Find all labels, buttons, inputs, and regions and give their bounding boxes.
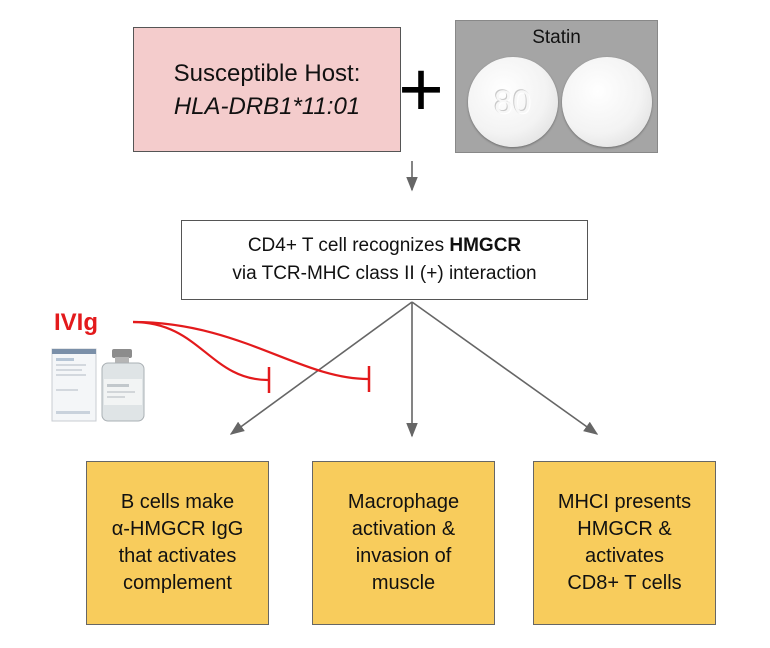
- host-label: Susceptible Host:: [173, 59, 361, 87]
- outcome-line: HMGCR &: [577, 518, 672, 540]
- hmgcr-label: HMGCR: [449, 235, 522, 256]
- plus-sign: +: [398, 45, 444, 133]
- outcome-line: activates: [585, 545, 664, 567]
- cd4-tcell-box: CD4+ T cell recognizes HMGCR via TCR-MHC…: [181, 220, 588, 300]
- outcome-mhci-box: MHCI presents HMGCR & activates CD8+ T c…: [533, 461, 716, 625]
- ivig-inhibition-line-2: [132, 320, 369, 381]
- outcome-line: invasion of: [355, 545, 452, 567]
- outcome-line: complement: [123, 572, 232, 594]
- outcome-b-cells-box: B cells make α-HMGCR IgG that activates …: [86, 461, 269, 625]
- ivig-product-image: [51, 348, 145, 422]
- arrow-to-mhci: [411, 301, 599, 435]
- outcome-line: CD8+ T cells: [567, 572, 682, 594]
- tcell-text: CD4+ T cell recognizes: [247, 235, 450, 256]
- pill-imprint: 80: [494, 84, 532, 120]
- susceptible-host-box: Susceptible Host: HLA-DRB1*11:01: [133, 27, 401, 152]
- statin-label: Statin: [532, 27, 581, 48]
- tcell-line-2: via TCR-MHC class II (+) interaction: [232, 263, 537, 284]
- outcome-line: activation &: [351, 518, 456, 540]
- outcome-line: B cells make: [120, 491, 235, 513]
- outcome-line: Macrophage: [347, 491, 460, 513]
- arrow-to-bcells: [229, 301, 413, 435]
- tcell-line-1: CD4+ T cell recognizes HMGCR: [248, 232, 521, 260]
- statin-pill-plain: [562, 57, 652, 147]
- outcome-line: that activates: [118, 545, 237, 567]
- outcome-line: MHCI presents: [557, 491, 692, 513]
- statin-panel: Statin 80: [455, 20, 658, 153]
- outcome-line: muscle: [371, 572, 436, 594]
- host-allele: HLA-DRB1*11:01: [173, 92, 361, 120]
- outcome-line: α-HMGCR IgG: [111, 518, 244, 540]
- outcome-macrophage-box: Macrophage activation & invasion of musc…: [312, 461, 495, 625]
- ivig-inhibition-line-1: [132, 320, 269, 382]
- statin-pill-imprinted: 80: [468, 57, 558, 147]
- ivig-label: IVIg: [54, 309, 99, 336]
